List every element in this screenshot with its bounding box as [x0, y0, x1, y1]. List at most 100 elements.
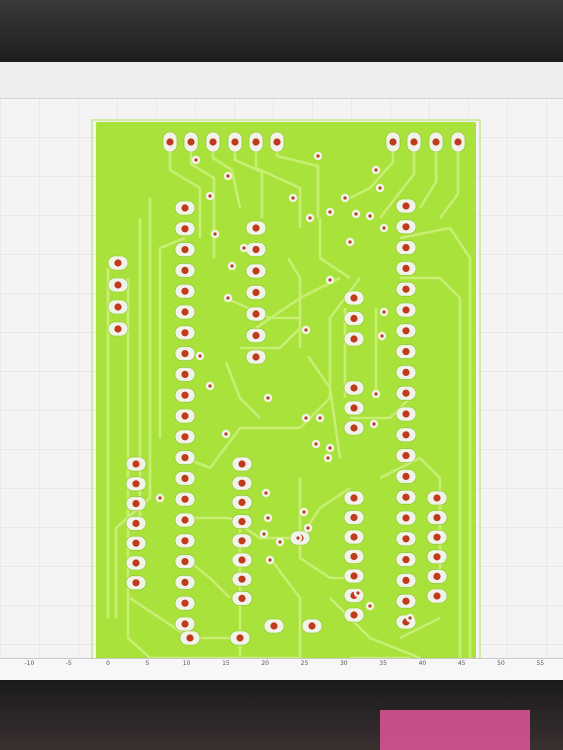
ic-left-pad-8[interactable]	[174, 346, 196, 361]
header-top-left-pin-1[interactable]	[162, 131, 178, 153]
ic-left-pad-18[interactable]	[174, 554, 196, 569]
connector-a-pad-3[interactable]	[343, 331, 365, 347]
ic-left-pad-7[interactable]	[174, 325, 196, 341]
ic-lower-left-pad-6[interactable]	[125, 555, 147, 571]
ic-left-pad-4[interactable]	[174, 263, 196, 278]
ic-left-pad-10[interactable]	[174, 387, 196, 403]
via[interactable]	[371, 165, 381, 175]
header-top-right-pin-4[interactable]	[450, 131, 466, 153]
via[interactable]	[375, 183, 385, 193]
connector-right-pad-2[interactable]	[426, 510, 448, 525]
ic-right-pad-6[interactable]	[395, 302, 417, 318]
ic-middle-pad-5[interactable]	[245, 306, 267, 322]
via[interactable]	[288, 193, 298, 203]
via[interactable]	[369, 419, 379, 429]
ic-lower-middle-pad-7[interactable]	[231, 571, 253, 587]
via[interactable]	[353, 588, 363, 598]
connector-right-pad-5[interactable]	[426, 569, 448, 584]
via[interactable]	[239, 243, 249, 253]
ic-middle-pad-2[interactable]	[245, 242, 267, 257]
via[interactable]	[263, 513, 273, 523]
via[interactable]	[365, 601, 375, 611]
ic-right-pad-20[interactable]	[395, 593, 417, 609]
connector-right-pad-1[interactable]	[426, 490, 448, 506]
via[interactable]	[325, 207, 335, 217]
single-pad-2[interactable]	[301, 618, 323, 634]
pcb-canvas[interactable]	[0, 98, 563, 658]
via[interactable]	[311, 439, 321, 449]
ic-left-pad-12[interactable]	[174, 429, 196, 445]
ic-right-pad-19[interactable]	[395, 573, 417, 588]
via[interactable]	[313, 151, 323, 161]
ic-middle-pad-1[interactable]	[245, 220, 267, 236]
ic-right-pad-8[interactable]	[395, 344, 417, 359]
ic-right-pad-14[interactable]	[395, 469, 417, 484]
via[interactable]	[261, 488, 271, 498]
ic-left-pad-17[interactable]	[174, 533, 196, 549]
single-pad-4[interactable]	[179, 630, 201, 646]
header-top-left-pin-6[interactable]	[269, 131, 285, 153]
via[interactable]	[293, 533, 303, 543]
ic-lower-right-pad-3[interactable]	[343, 529, 365, 545]
header-top-left-pin-5[interactable]	[248, 131, 264, 153]
single-pad-5[interactable]	[229, 630, 251, 646]
ic-right-pad-10[interactable]	[395, 385, 417, 401]
via[interactable]	[155, 493, 165, 503]
ic-lower-right-pad-2[interactable]	[343, 510, 365, 525]
header-top-left-pin-4[interactable]	[227, 131, 243, 153]
ic-lower-left-pad-4[interactable]	[125, 516, 147, 531]
via[interactable]	[195, 351, 205, 361]
via[interactable]	[405, 613, 415, 623]
ic-left-pad-6[interactable]	[174, 304, 196, 320]
ic-right-pad-7[interactable]	[395, 323, 417, 339]
via[interactable]	[365, 211, 375, 221]
ic-lower-middle-pad-4[interactable]	[231, 514, 253, 529]
via[interactable]	[379, 307, 389, 317]
ic-lower-middle-pad-8[interactable]	[231, 591, 253, 606]
via[interactable]	[227, 261, 237, 271]
ic-left-pad-5[interactable]	[174, 283, 196, 299]
via[interactable]	[223, 171, 233, 181]
ic-middle-pad-7[interactable]	[245, 349, 267, 365]
via[interactable]	[325, 275, 335, 285]
via[interactable]	[303, 523, 313, 533]
header-top-right-pin-2[interactable]	[406, 131, 422, 153]
header-top-right-pin-1[interactable]	[385, 131, 401, 153]
ic-right-pad-13[interactable]	[395, 448, 417, 463]
via[interactable]	[191, 155, 201, 165]
header-left-pad-3[interactable]	[107, 299, 129, 315]
header-left-pad-2[interactable]	[107, 277, 129, 293]
via[interactable]	[305, 213, 315, 223]
ic-left-pad-1[interactable]	[174, 200, 196, 216]
via[interactable]	[323, 453, 333, 463]
ic-right-pad-17[interactable]	[395, 531, 417, 547]
ic-right-pad-1[interactable]	[395, 198, 417, 214]
via[interactable]	[263, 393, 273, 403]
via[interactable]	[377, 331, 387, 341]
ic-right-pad-11[interactable]	[395, 406, 417, 422]
ic-lower-left-pad-1[interactable]	[125, 456, 147, 472]
via[interactable]	[205, 381, 215, 391]
ic-lower-middle-pad-5[interactable]	[231, 533, 253, 549]
ic-left-pad-16[interactable]	[174, 512, 196, 528]
ic-lower-right-pad-7[interactable]	[343, 607, 365, 623]
ic-left-pad-15[interactable]	[174, 491, 196, 507]
via[interactable]	[275, 537, 285, 547]
connector-b-pad-1[interactable]	[343, 380, 365, 396]
ic-lower-middle-pad-3[interactable]	[231, 495, 253, 510]
connector-right-pad-3[interactable]	[426, 529, 448, 545]
ic-right-pad-9[interactable]	[395, 365, 417, 380]
ic-right-pad-3[interactable]	[395, 240, 417, 255]
header-top-left-pin-2[interactable]	[183, 131, 199, 153]
connector-right-pad-4[interactable]	[426, 549, 448, 565]
header-left-pad-4[interactable]	[107, 321, 129, 337]
via[interactable]	[301, 325, 311, 335]
ic-lower-left-pad-7[interactable]	[125, 575, 147, 591]
ic-right-pad-12[interactable]	[395, 427, 417, 443]
ic-left-pad-11[interactable]	[174, 408, 196, 424]
via[interactable]	[223, 293, 233, 303]
ic-right-pad-18[interactable]	[395, 552, 417, 567]
header-top-right-pin-3[interactable]	[428, 131, 444, 153]
single-pad-1[interactable]	[263, 618, 285, 634]
via[interactable]	[325, 443, 335, 453]
